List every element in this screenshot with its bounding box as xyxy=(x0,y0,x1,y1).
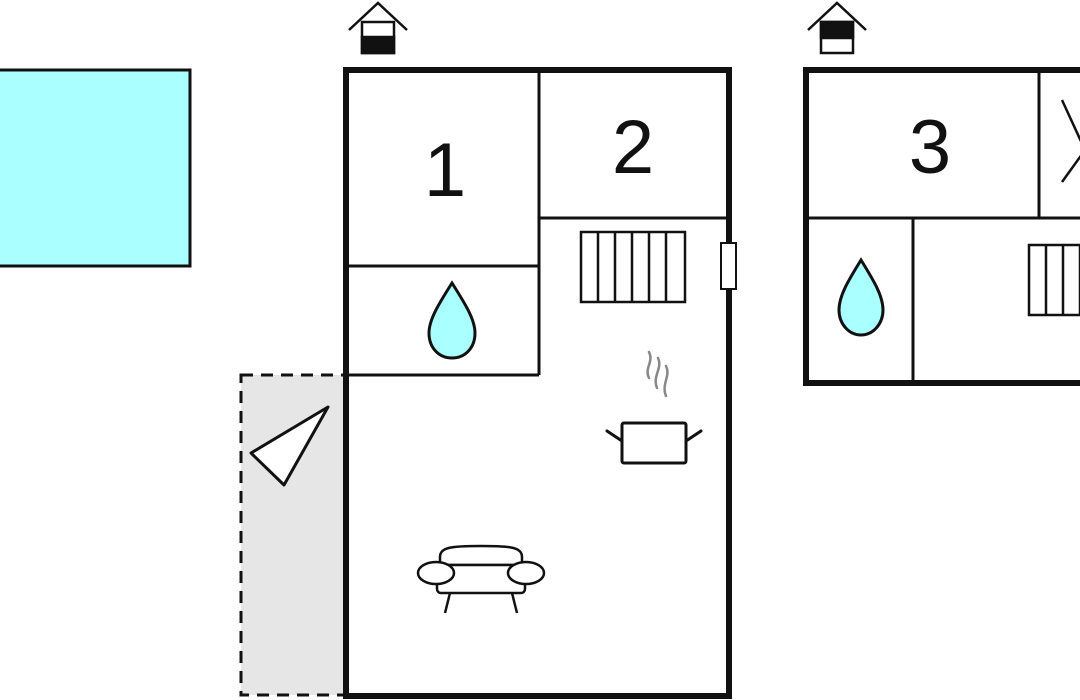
window-cross xyxy=(1060,99,1080,183)
upper-floor-walls xyxy=(806,70,1080,383)
radiator-icon xyxy=(1027,243,1080,317)
room-3-label: 3 xyxy=(909,105,951,190)
terrace xyxy=(239,373,347,697)
sofa-icon xyxy=(416,544,546,614)
window xyxy=(720,242,737,290)
cooking-pot-icon xyxy=(605,350,703,465)
water-drop-icon xyxy=(837,257,885,337)
pool-rect xyxy=(0,68,192,268)
floor-indicator-ground-icon xyxy=(348,1,408,55)
room-2-label: 2 xyxy=(612,105,654,190)
ground-floor-walls xyxy=(346,70,729,377)
direction-arrow-icon xyxy=(249,405,330,487)
room-1-label: 1 xyxy=(424,128,466,213)
floor-indicator-upper-icon xyxy=(807,1,867,55)
radiator-icon xyxy=(579,230,687,304)
water-drop-icon xyxy=(427,280,477,360)
